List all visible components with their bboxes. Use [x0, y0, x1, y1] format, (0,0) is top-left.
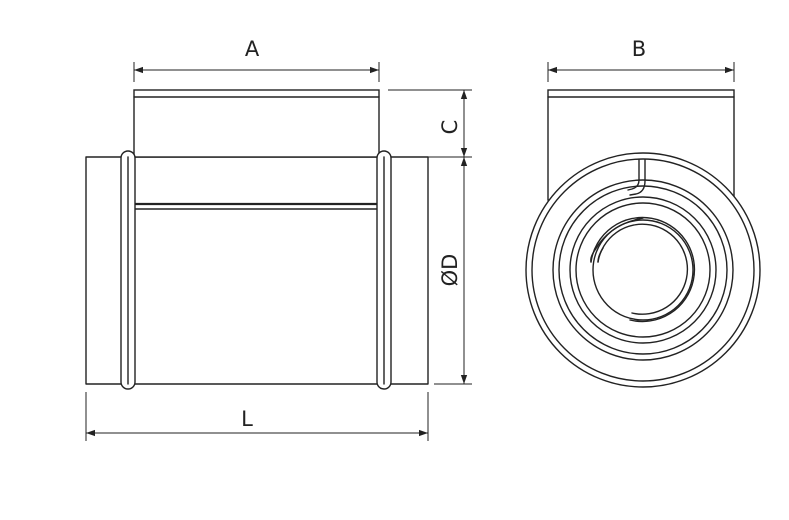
front-view	[525, 89, 761, 388]
dimension-d: ØD	[434, 157, 472, 385]
dimension-l: L	[85, 392, 429, 441]
right-gasket-ring	[376, 150, 392, 390]
dimension-l-label: L	[241, 407, 253, 431]
dimension-b-label: B	[632, 37, 646, 61]
dimension-c-label: C	[438, 120, 462, 135]
side-view	[85, 89, 429, 390]
dimension-b: B	[547, 37, 735, 82]
heating-element-spiral	[552, 159, 734, 361]
dimension-a: A	[133, 37, 380, 82]
terminal-box	[133, 89, 380, 210]
outer-ring	[525, 152, 761, 388]
left-gasket-ring	[120, 150, 136, 390]
dimension-a-label: A	[245, 37, 260, 61]
dimension-c: C	[388, 89, 472, 158]
dimension-d-label: ØD	[438, 254, 462, 287]
